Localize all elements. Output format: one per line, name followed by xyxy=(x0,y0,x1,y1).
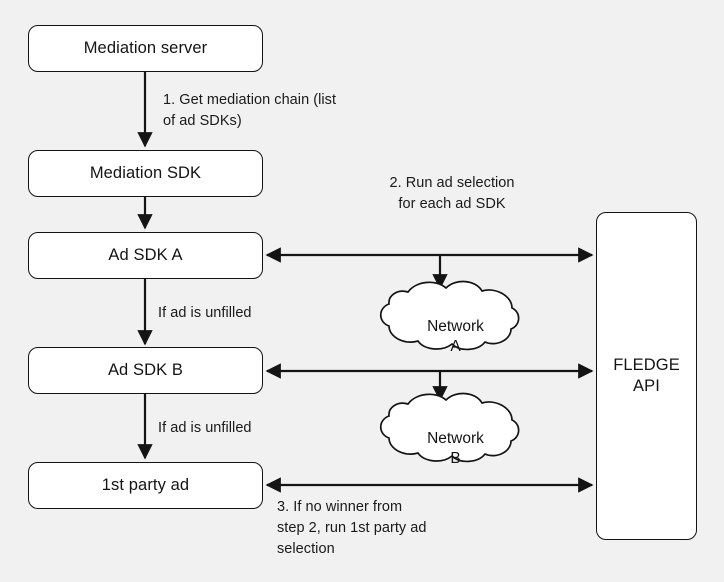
node-fledge-api-label: FLEDGE API xyxy=(613,356,680,395)
network-a-label: Network A xyxy=(427,318,484,356)
node-fledge-api[interactable]: FLEDGE API xyxy=(596,212,697,540)
node-ad-sdk-a[interactable]: Ad SDK A xyxy=(28,232,263,279)
node-ad-sdk-a-label: Ad SDK A xyxy=(108,246,183,265)
edge-label-step-2: 2. Run ad selection for each ad SDK xyxy=(389,175,515,213)
network-b-cloud-shape xyxy=(379,392,520,463)
edge-label-step-1: 1. Get mediation chain (list of ad SDKs) xyxy=(163,92,337,130)
node-ad-sdk-b-label: Ad SDK B xyxy=(107,361,184,380)
network-b-label: Network B xyxy=(427,430,484,468)
edge-label-step-3: 3. If no winner from step 2, run 1st par… xyxy=(277,499,427,558)
network-a-cloud-shape xyxy=(379,280,520,351)
edge-label-unfilled-a: If ad is unfilled xyxy=(158,305,252,321)
node-first-party-ad[interactable]: 1st party ad xyxy=(28,462,263,509)
node-mediation-server-label: Mediation server xyxy=(83,39,208,58)
network-b-label-wrap: Network B xyxy=(389,409,522,469)
node-first-party-ad-label: 1st party ad xyxy=(101,476,190,495)
node-mediation-sdk-label: Mediation SDK xyxy=(89,164,202,183)
node-mediation-server[interactable]: Mediation server xyxy=(28,25,263,72)
edge-label-unfilled-b: If ad is unfilled xyxy=(158,420,252,436)
network-a-label-wrap: Network A xyxy=(389,297,522,357)
node-ad-sdk-b[interactable]: Ad SDK B xyxy=(28,347,263,394)
node-mediation-sdk[interactable]: Mediation SDK xyxy=(28,150,263,197)
